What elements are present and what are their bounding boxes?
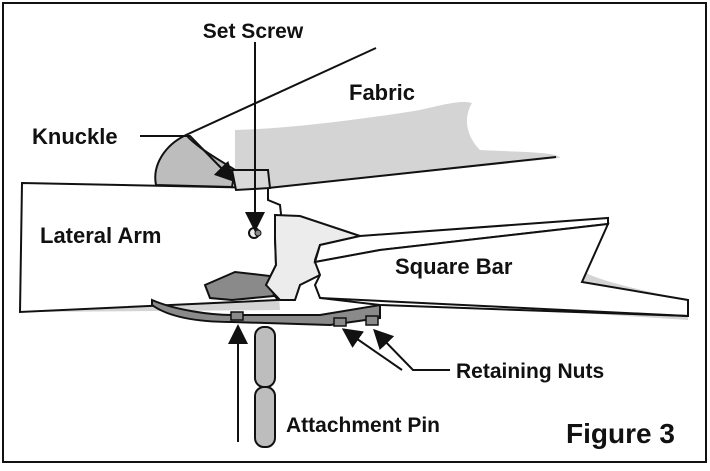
label-square-bar: Square Bar	[395, 254, 513, 279]
retaining-nut-right	[365, 315, 379, 326]
retaining-nut-left	[333, 317, 347, 327]
label-knuckle: Knuckle	[32, 124, 118, 149]
attachment-pin	[254, 326, 276, 448]
label-figure-number: Figure 3	[566, 418, 675, 449]
label-set-screw: Set Screw	[203, 20, 304, 43]
label-fabric: Fabric	[349, 80, 415, 105]
square-bar-lower-edge	[319, 297, 689, 317]
retaining-nuts-leader-a	[373, 328, 450, 371]
pin-socket	[230, 311, 244, 321]
knuckle-upper-jaw	[230, 169, 272, 192]
knuckle-leader	[140, 135, 235, 183]
fabric-edge-line-top	[185, 47, 377, 136]
label-retaining-nuts: Retaining Nuts	[456, 360, 604, 383]
retaining-nuts-leader-b	[341, 328, 403, 371]
fabric-edge-line-mid	[267, 156, 557, 189]
label-attachment-pin: Attachment Pin	[286, 414, 440, 437]
joint-housing-lower	[151, 298, 381, 327]
knuckle-lower-jaw	[203, 270, 276, 302]
label-lateral-arm: Lateral Arm	[40, 223, 161, 248]
fabric-upper	[235, 101, 560, 188]
